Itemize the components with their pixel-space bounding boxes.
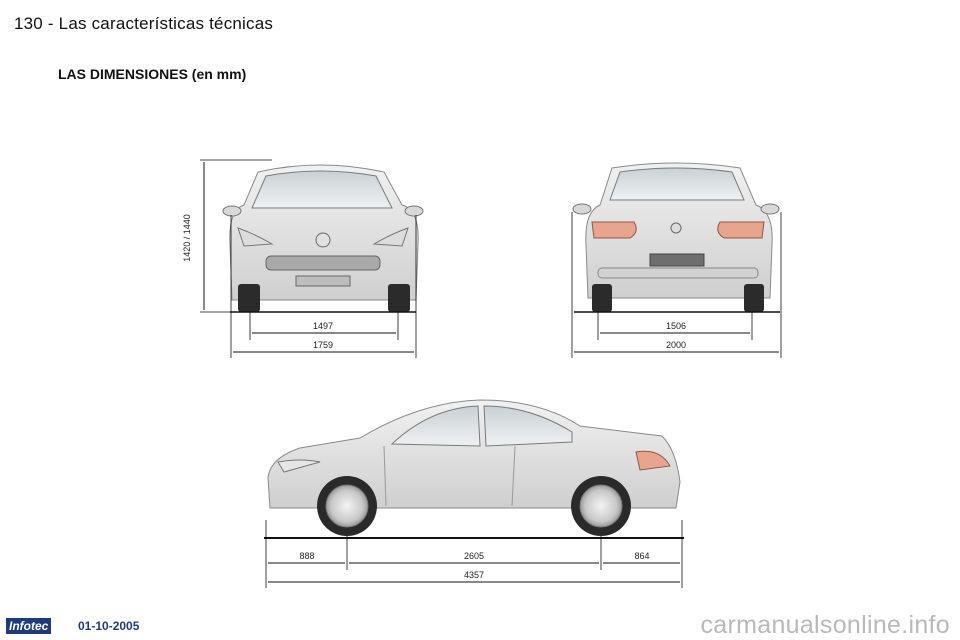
rear-width-label: 2000 bbox=[666, 340, 686, 350]
side-rear-overhang-label: 864 bbox=[634, 551, 649, 561]
rear-car-illustration bbox=[572, 162, 780, 312]
section-title: LAS DIMENSIONES (en mm) bbox=[58, 66, 247, 82]
side-wheelbase-label: 2605 bbox=[464, 551, 484, 561]
front-track-label: 1497 bbox=[313, 321, 333, 331]
page-header: 130 - Las características técnicas bbox=[14, 14, 274, 33]
front-view: 1420 / 1440 1497 1759 bbox=[182, 159, 424, 358]
side-front-overhang-label: 888 bbox=[299, 551, 314, 561]
front-height-label: 1420 / 1440 bbox=[182, 214, 192, 262]
rear-track-label: 1506 bbox=[666, 321, 686, 331]
watermark: carmanualsonline.info bbox=[700, 611, 950, 639]
infotec-logo: Infotec bbox=[6, 618, 52, 634]
footer-date: 01-10-2005 bbox=[78, 619, 140, 633]
side-length-label: 4357 bbox=[464, 570, 484, 580]
front-car-illustration bbox=[222, 164, 424, 312]
side-view: 888 2605 864 4357 bbox=[264, 399, 684, 588]
rear-view: 1506 2000 bbox=[571, 162, 782, 358]
front-width-label: 1759 bbox=[313, 340, 333, 350]
side-car-illustration bbox=[267, 399, 681, 536]
